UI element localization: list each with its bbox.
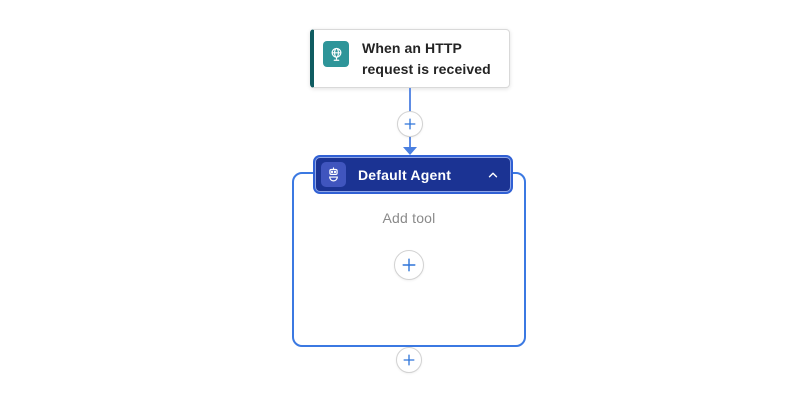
insert-step-button[interactable] (397, 111, 423, 137)
trigger-card-http-request[interactable]: When an HTTP request is received (310, 29, 510, 88)
trigger-card-title: When an HTTP request is received (362, 40, 491, 77)
connector-arrowhead-icon (403, 147, 417, 155)
collapse-agent-button[interactable] (484, 166, 502, 184)
agent-card-header[interactable]: Default Agent (315, 157, 511, 192)
http-request-globe-icon (323, 41, 349, 67)
agent-card-title: Default Agent (358, 166, 452, 183)
plus-icon (403, 354, 415, 366)
plus-icon (402, 258, 416, 272)
insert-step-below-button[interactable] (396, 347, 422, 373)
add-tool-button[interactable] (394, 250, 424, 280)
agent-scope-container: Add tool (292, 172, 526, 347)
agent-bot-icon (321, 162, 346, 187)
add-tool-label: Add tool (382, 210, 436, 226)
chevron-up-icon (488, 172, 498, 177)
plus-icon (404, 118, 416, 130)
